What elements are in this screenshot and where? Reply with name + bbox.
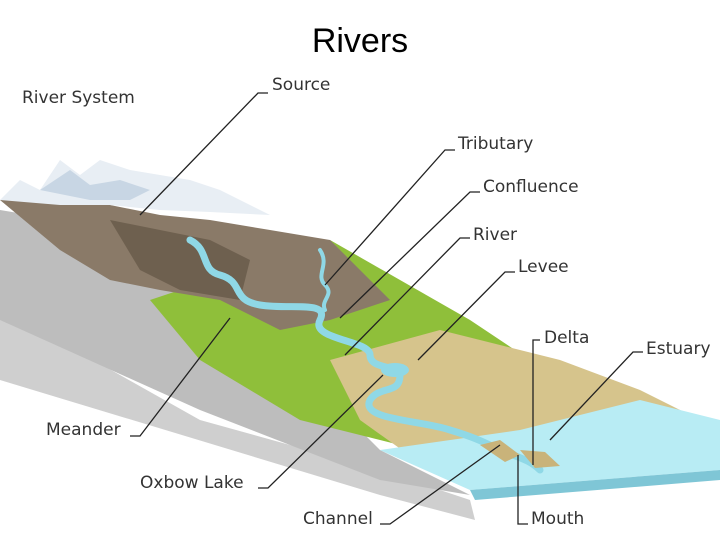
page-title: Rivers bbox=[311, 22, 409, 60]
snow-caps-shade bbox=[40, 170, 150, 200]
mountain-shadow bbox=[110, 220, 250, 300]
delta-islands bbox=[480, 440, 520, 462]
tributary-label: Tributary bbox=[457, 134, 533, 154]
confluence-leader bbox=[339, 191, 480, 319]
confluence-label: Confluence bbox=[483, 177, 579, 197]
sea-edge bbox=[470, 470, 720, 500]
block-side-face bbox=[0, 200, 475, 520]
delta-leader bbox=[532, 339, 540, 465]
oxbow-leader bbox=[258, 374, 384, 489]
source-leader bbox=[139, 92, 268, 216]
river-label: River bbox=[473, 225, 517, 245]
estuary-label: Estuary bbox=[646, 339, 711, 359]
mouth-leader bbox=[517, 455, 528, 525]
levee-label: Levee bbox=[518, 257, 569, 277]
channel-leader bbox=[380, 444, 501, 525]
meander-label: Meander bbox=[46, 420, 121, 440]
oxbow-lake-label: Oxbow Lake bbox=[140, 473, 244, 493]
mouth-label: Mouth bbox=[531, 509, 584, 529]
river bbox=[186, 236, 544, 474]
channel-label: Channel bbox=[303, 509, 373, 529]
tributary-leader bbox=[324, 149, 455, 286]
oxbow-lake bbox=[381, 363, 409, 377]
meander-leader bbox=[130, 317, 231, 437]
sea bbox=[380, 400, 720, 490]
estuary-leader bbox=[549, 351, 643, 441]
levee-leader bbox=[417, 271, 515, 361]
delta-islands-2 bbox=[520, 450, 560, 468]
river-system-label: River System bbox=[22, 88, 135, 108]
delta-label: Delta bbox=[544, 328, 589, 348]
source-label: Source bbox=[272, 75, 330, 95]
river-leader bbox=[344, 237, 470, 356]
